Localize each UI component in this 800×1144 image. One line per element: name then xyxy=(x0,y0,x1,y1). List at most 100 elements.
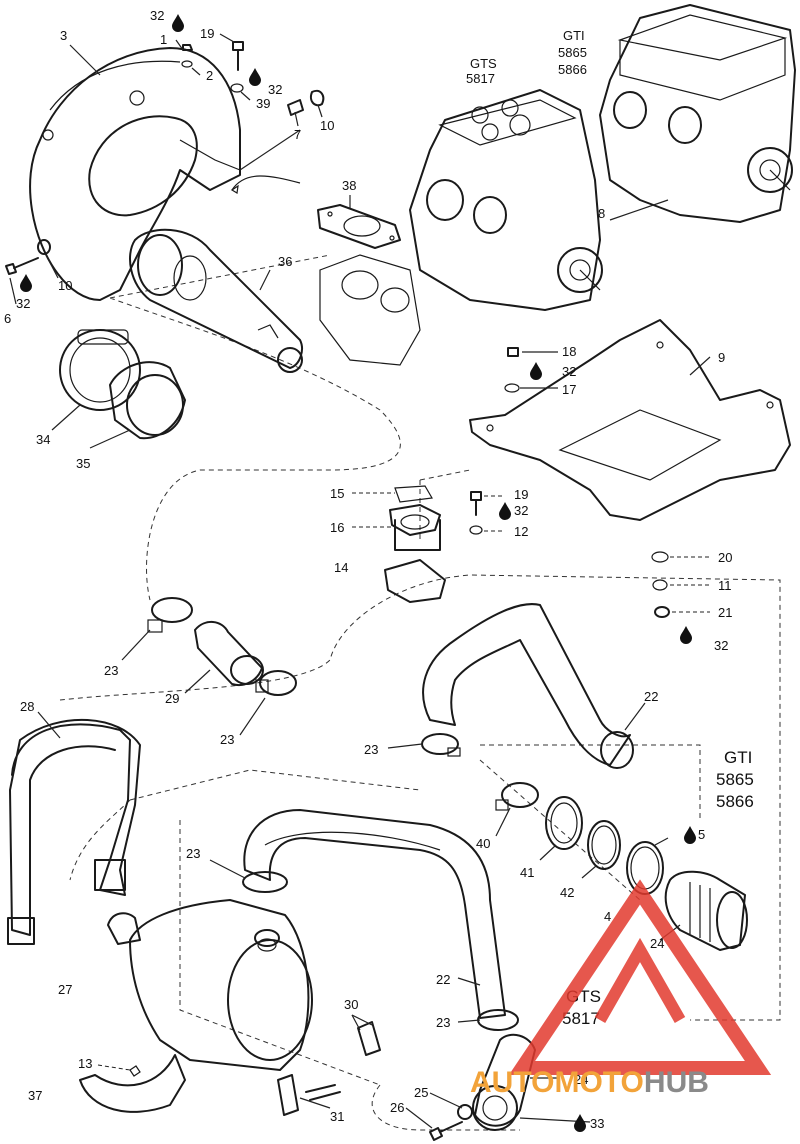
callout-26: 26 xyxy=(390,1100,404,1115)
model-label-line: GTS xyxy=(470,56,497,71)
callout-27: 27 xyxy=(58,982,72,997)
engine-block-outline xyxy=(319,254,421,366)
callout-19: 19 xyxy=(514,487,528,502)
callout-36: 36 xyxy=(278,254,292,269)
callout-20: 20 xyxy=(718,550,732,565)
callout-32: 32 xyxy=(514,503,528,518)
drop-icon xyxy=(20,274,32,292)
drop-icon xyxy=(684,826,696,844)
engine-support-part-9 xyxy=(469,319,791,521)
model-label-line: 5866 xyxy=(558,62,587,77)
callout-2: 2 xyxy=(206,68,213,83)
callout-15: 15 xyxy=(330,486,344,501)
bolt-part-6 xyxy=(5,239,51,275)
callout-41: 41 xyxy=(520,865,534,880)
callout-23: 23 xyxy=(186,846,200,861)
drop-icon xyxy=(499,502,511,520)
clamp-part-34 xyxy=(59,329,141,411)
callout-21: 21 xyxy=(718,605,732,620)
watermark-auto: AUTO xyxy=(470,1066,554,1099)
callout-10: 10 xyxy=(58,278,72,293)
model-label-line: GTI xyxy=(563,28,585,43)
callout-37: 37 xyxy=(28,1088,42,1103)
callout-32: 32 xyxy=(714,638,728,653)
model-label-line: 5865 xyxy=(558,45,587,60)
callout-38: 38 xyxy=(342,178,356,193)
engine-gts-part-8 xyxy=(409,89,603,311)
watermark-logo: AUTOMOTOHUB xyxy=(470,879,772,1099)
model-label-line: 5865 xyxy=(716,770,754,789)
fastener-group-17-18 xyxy=(504,347,558,393)
callout-numbers: 32 1 2 19 32 39 7 10 3 6 32 10 38 36 34 … xyxy=(4,8,732,1131)
callout-23: 23 xyxy=(436,1015,450,1030)
callout-34: 34 xyxy=(36,432,50,447)
hose-clamp-part-23-c xyxy=(421,733,461,757)
model-label-gti-top: GTI 5865 5866 xyxy=(558,28,587,77)
drop-icon xyxy=(680,626,692,644)
callout-6: 6 xyxy=(4,311,11,326)
engine-gti-part-8 xyxy=(599,4,796,223)
callout-22: 22 xyxy=(644,689,658,704)
callout-31: 31 xyxy=(330,1109,344,1124)
svg-text:AUTOMOTOHUB: AUTOMOTOHUB xyxy=(470,1066,709,1099)
model-label-gts-top: GTS 5817 xyxy=(466,56,497,86)
callout-7: 7 xyxy=(294,127,301,142)
callout-9: 9 xyxy=(718,350,725,365)
hose-clamp-part-23-a xyxy=(147,597,193,633)
model-label-line: GTI xyxy=(724,748,752,767)
washer-group-11-20-21 xyxy=(651,551,710,618)
callout-13: 13 xyxy=(78,1056,92,1071)
muffler-part-27 xyxy=(107,899,313,1071)
model-label-gti-right: GTI 5865 5866 xyxy=(716,748,754,811)
callout-33: 33 xyxy=(590,1116,604,1131)
watermark-moto: MOTO xyxy=(554,1066,643,1099)
callout-30: 30 xyxy=(344,997,358,1012)
callout-39: 39 xyxy=(256,96,270,111)
callout-18: 18 xyxy=(562,344,576,359)
callout-25: 25 xyxy=(414,1085,428,1100)
callout-42: 42 xyxy=(560,885,574,900)
bracket-part-37 xyxy=(79,1054,186,1113)
callout-32: 32 xyxy=(150,8,164,23)
watermark-hub: HUB xyxy=(644,1066,709,1099)
model-label-line: 5866 xyxy=(716,792,754,811)
ring-group-40-41-42-5 xyxy=(495,782,664,895)
callout-1: 1 xyxy=(160,32,167,47)
fastener-group-12-19 xyxy=(469,491,483,535)
callout-29: 29 xyxy=(165,691,179,706)
model-label-line: 5817 xyxy=(466,71,495,86)
fastener-group-top xyxy=(181,41,325,194)
callout-23: 23 xyxy=(220,732,234,747)
callout-3: 3 xyxy=(60,28,67,43)
callout-16: 16 xyxy=(330,520,344,535)
callout-19: 19 xyxy=(200,26,214,41)
engine-mount-part-14 xyxy=(384,485,446,603)
callout-32: 32 xyxy=(268,82,282,97)
callout-35: 35 xyxy=(76,456,90,471)
leader-lines xyxy=(9,33,711,1129)
callout-23: 23 xyxy=(364,742,378,757)
drop-icon xyxy=(530,362,542,380)
callout-24: 24 xyxy=(574,1072,588,1087)
outlet-part-24-upper xyxy=(664,870,748,951)
callout-28: 28 xyxy=(20,699,34,714)
drop-icon xyxy=(574,1114,586,1132)
callout-17: 17 xyxy=(562,382,576,397)
coupling-part-29 xyxy=(194,621,264,686)
group-outlines xyxy=(59,254,781,1131)
callout-22: 22 xyxy=(436,972,450,987)
callout-14: 14 xyxy=(334,560,348,575)
callout-4: 4 xyxy=(604,909,611,924)
callout-32: 32 xyxy=(562,364,576,379)
callout-12: 12 xyxy=(514,524,528,539)
callout-5: 5 xyxy=(698,827,705,842)
drop-icon xyxy=(172,14,184,32)
outlet-part-24-lower xyxy=(472,1033,536,1131)
model-label-line: 5817 xyxy=(562,1009,600,1028)
gasket-part-38 xyxy=(317,204,401,249)
fastener-part-31 xyxy=(305,1084,341,1101)
callout-24: 24 xyxy=(650,936,664,951)
hose-clamp-part-23-b xyxy=(255,670,297,696)
sleeve-part-35 xyxy=(109,361,186,440)
